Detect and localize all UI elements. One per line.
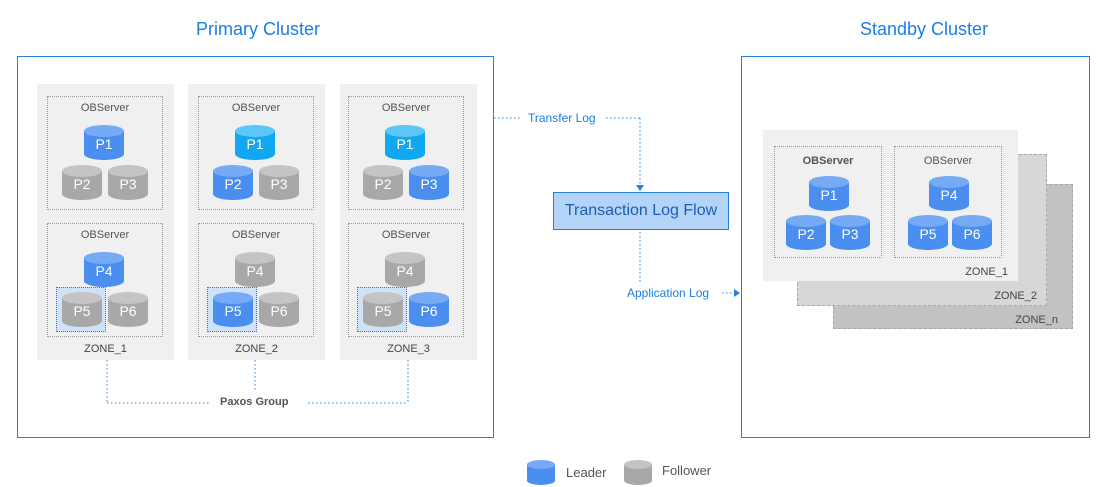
partition-cylinder: P6: [108, 292, 148, 327]
partition-cylinder: P4: [84, 252, 124, 287]
observer-box: OBServer P4 P5 P6: [348, 223, 464, 337]
zone-label: ZONE_1: [965, 266, 1008, 278]
partition-cylinder: P5: [908, 215, 948, 250]
partition-cylinder: P1: [84, 125, 124, 160]
legend-follower-label: Follower: [662, 463, 712, 478]
partition-cylinder: P5: [213, 292, 253, 327]
zone-label: ZONE_3: [387, 343, 430, 355]
zone-column: OBServer P1 P2 P3 OBServer P4 P5 P6 ZONE…: [37, 84, 174, 360]
partition-cylinder: P2: [786, 215, 826, 250]
legend-leader-label: Leader: [566, 465, 607, 480]
partition-cylinder: P5: [62, 292, 102, 327]
zone-column: OBServer P1 P2 P3 OBServer P4 P5 P6 ZONE…: [340, 84, 477, 360]
partition-cylinder: P4: [385, 252, 425, 287]
zone-label: ZONE_n: [1015, 314, 1058, 326]
partition-cylinder: P2: [213, 165, 253, 200]
partition-cylinder: P3: [409, 165, 449, 200]
zone-label: ZONE_2: [235, 343, 278, 355]
partition-cylinder: P1: [809, 176, 849, 211]
standby-cluster-title: Standby Cluster: [860, 19, 989, 39]
partition-cylinder: P2: [363, 165, 403, 200]
observer-label: OBServer: [231, 102, 281, 114]
partition-cylinder: P6: [952, 215, 992, 250]
partition-cylinder: P6: [409, 292, 449, 327]
observer-label: OBServer: [381, 229, 431, 241]
partition-cylinder: P5: [363, 292, 403, 327]
zone-label: ZONE_2: [994, 290, 1037, 302]
partition-cylinder: P3: [830, 215, 870, 250]
primary-cluster-title: Primary Cluster: [196, 19, 321, 39]
partition-cylinder: P3: [259, 165, 299, 200]
transaction-log-flow-box: Transaction Log Flow: [553, 192, 729, 230]
observer-label: OBServer: [80, 229, 130, 241]
zone-1-layer: OBServer P1 P2 P3 OBServer P4 P5 P6 ZONE…: [763, 130, 1018, 281]
observer-label: OBServer: [381, 102, 431, 114]
observer-label: OBServer: [80, 102, 130, 114]
observer-box: OBServer P4 P5 P6: [198, 223, 314, 337]
primary-cluster: OBServer P1 P2 P3 OBServer P4 P5 P6 ZONE…: [17, 56, 494, 438]
paxos-group-label: Paxos Group: [220, 396, 289, 408]
standby-cluster: ZONE_n ZONE_2 OBServer P1 P2 P3 OBServer…: [741, 56, 1090, 438]
transfer-log-label: Transfer Log: [528, 111, 596, 125]
observer-box: OBServer P1 P2 P3: [47, 96, 163, 210]
observer-label: OBServer: [802, 155, 854, 167]
legend-follower-icon: [624, 460, 652, 486]
partition-cylinder: P4: [235, 252, 275, 287]
observer-box: OBServer P4 P5 P6: [47, 223, 163, 337]
partition-cylinder: P6: [259, 292, 299, 327]
partition-cylinder: P1: [385, 125, 425, 160]
observer-box: OBServer P4 P5 P6: [894, 146, 1002, 258]
zone-label: ZONE_1: [84, 343, 127, 355]
partition-cylinder: P1: [235, 125, 275, 160]
observer-box: OBServer P1 P2 P3: [774, 146, 882, 258]
zone-column: OBServer P1 P2 P3 OBServer P4 P5 P6 ZONE…: [188, 84, 325, 360]
observer-label: OBServer: [231, 229, 281, 241]
partition-cylinder: P3: [108, 165, 148, 200]
observer-box: OBServer P1 P2 P3: [198, 96, 314, 210]
partition-cylinder: P2: [62, 165, 102, 200]
partition-cylinder: P4: [929, 176, 969, 211]
application-log-label: Application Log: [627, 286, 710, 300]
observer-label: OBServer: [923, 155, 973, 167]
observer-box: OBServer P1 P2 P3: [348, 96, 464, 210]
legend-leader-icon: [527, 460, 555, 486]
